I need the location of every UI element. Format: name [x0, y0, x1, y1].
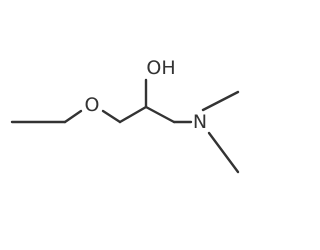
- bond-n-methyl-upper: [201, 90, 240, 112]
- bond-ch2-ether-o: [63, 109, 83, 124]
- amine-nitrogen-label: N: [193, 111, 207, 133]
- bond-ch-ch2: [118, 105, 148, 124]
- bond-ether-o-ch: [101, 109, 122, 124]
- hydroxyl-label: OH: [146, 57, 175, 79]
- ether-oxygen-label: O: [85, 94, 100, 116]
- molecule-structure: OH O N: [10, 57, 240, 174]
- bond-n-methyl-lower: [207, 131, 240, 174]
- structure-canvas: OH O N: [10, 57, 240, 174]
- bond-ch2-ch-branch: [144, 105, 176, 124]
